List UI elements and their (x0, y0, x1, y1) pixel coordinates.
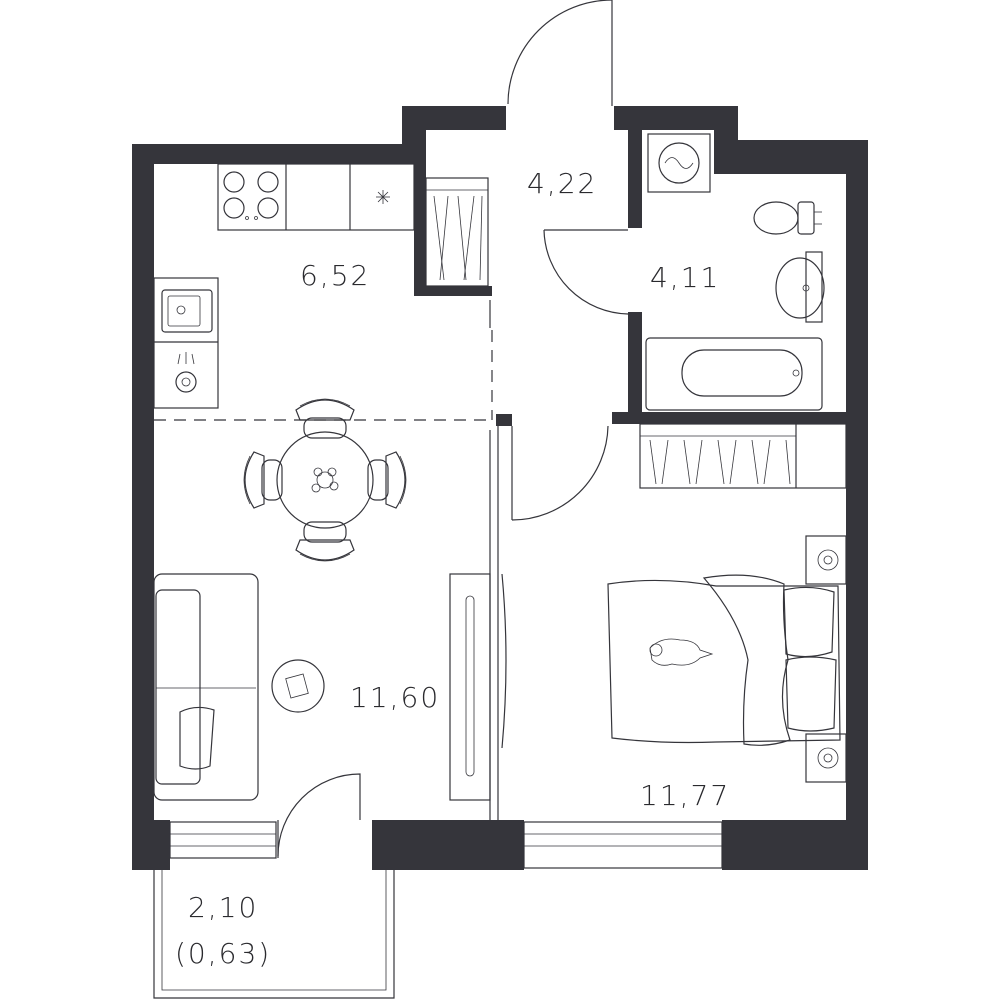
washbasin-icon (775, 251, 825, 323)
kitchen-counter-top (217, 163, 415, 231)
room-area-living: 11,60 (350, 681, 440, 714)
stove-icon (223, 171, 279, 220)
tv-stand (449, 573, 507, 801)
coffee-table (271, 659, 325, 713)
doors (277, 0, 629, 858)
hall-wardrobe (425, 177, 489, 287)
bathtub-icon (645, 337, 823, 411)
flower-icon (311, 467, 339, 493)
chair-top (295, 398, 355, 439)
chair-left (243, 451, 283, 509)
bedroom-door-swing (511, 425, 609, 521)
dining-set (243, 398, 407, 562)
bed (607, 535, 847, 783)
wall-bottom-right (722, 820, 868, 870)
book-icon (285, 673, 309, 699)
balcony-door-swing (277, 773, 361, 857)
sparkle-icon (376, 190, 390, 204)
bathroom-fixtures (645, 133, 825, 411)
wall-top-right (714, 140, 868, 174)
cat-icon (649, 638, 714, 666)
washing-machine-icon (647, 133, 711, 193)
wall-bathroom-left (628, 128, 642, 228)
bedroom-wardrobe (639, 423, 847, 489)
faucet-icon (175, 352, 197, 393)
room-area-bedroom: 11,77 (640, 779, 730, 812)
chair-right (367, 451, 407, 509)
walls (132, 106, 868, 870)
kitchen-sink-icon (161, 289, 213, 333)
wall-top-left (132, 144, 422, 164)
area-labels: 6,52 4,22 4,11 11,60 11,77 2,10 (0,63) (175, 167, 730, 970)
sofa (153, 573, 259, 801)
toilet-icon (753, 201, 822, 235)
dining-table (276, 431, 374, 529)
wall-bathroom-left-lower (628, 312, 642, 420)
room-area-balcony: 2,10 (188, 891, 258, 924)
room-area-bathroom: 4,11 (650, 261, 720, 294)
window-living (169, 821, 277, 859)
wall-bottom-left (132, 820, 170, 870)
kitchen-fixtures (153, 163, 415, 409)
entrance-door-swing (507, 0, 613, 105)
chair-bottom (295, 521, 355, 562)
room-area-kitchen: 6,52 (300, 259, 370, 292)
room-area-balcony-reduced: (0,63) (175, 937, 271, 970)
room-area-hall: 4,22 (527, 167, 597, 200)
wall-bathroom-bottom (612, 412, 846, 424)
kitchen-counter-left (153, 277, 219, 409)
wall-right (846, 140, 868, 870)
flower-icon (817, 549, 839, 769)
balcony (153, 870, 395, 999)
wall-bottom-middle (372, 820, 524, 870)
windows (169, 821, 723, 869)
wall-wardrobe-box-left (414, 126, 426, 296)
wall-partition-stub (496, 414, 512, 426)
wall-left (132, 144, 154, 870)
bathroom-door-swing (543, 229, 629, 315)
window-bedroom (523, 821, 723, 869)
wall-wardrobe-box-bottom (414, 286, 492, 296)
